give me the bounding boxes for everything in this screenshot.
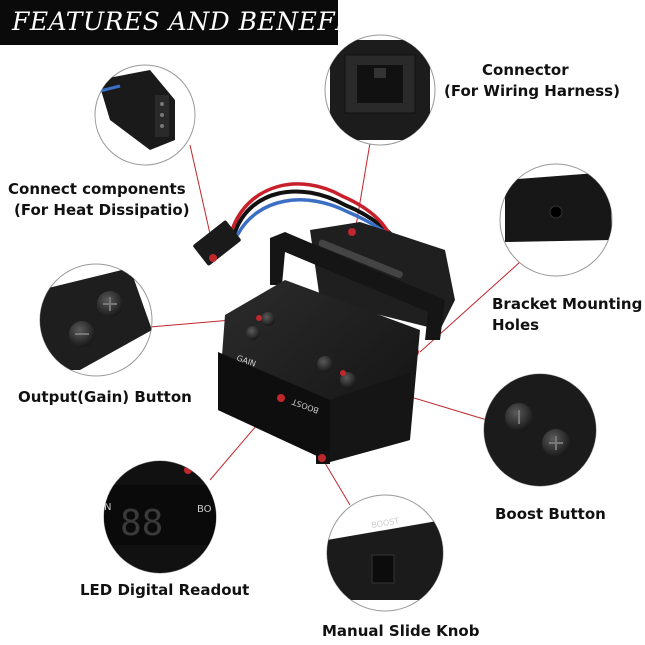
led-digits: 88 (120, 503, 163, 544)
led-side-left: N (104, 502, 111, 513)
label-led: LED Digital Readout (80, 581, 250, 599)
callout-connect-components (94, 64, 196, 166)
title-banner: FEATURES AND BENEFITS (0, 0, 380, 45)
callout-output-gain (39, 263, 153, 377)
callout-bracket-holes (499, 163, 613, 277)
controller-body: GAIN BOOST (218, 280, 420, 464)
callout-connector (324, 34, 436, 146)
callout-boost (483, 373, 597, 487)
label-bracket-sub: Holes (492, 316, 540, 334)
label-slide-knob: Manual Slide Knob (322, 622, 480, 640)
label-output-gain: Output(Gain) Button (18, 388, 192, 406)
label-boost: Boost Button (495, 505, 606, 523)
label-bracket: Bracket Mounting (492, 295, 643, 313)
led-side-right: BO (197, 504, 212, 515)
wire-plug (193, 220, 241, 266)
callout-led-readout: 88 N BO (103, 460, 217, 574)
label-connector-sub: (For Wiring Harness) (444, 82, 620, 100)
label-connect-components: Connect components (8, 180, 186, 198)
label-connect-components-sub: (For Heat Dissipatio) (14, 201, 190, 219)
banner-title: FEATURES AND BENEFITS (12, 7, 381, 36)
callout-slide-knob: BOOST (326, 494, 444, 612)
label-connector: Connector (482, 61, 569, 79)
